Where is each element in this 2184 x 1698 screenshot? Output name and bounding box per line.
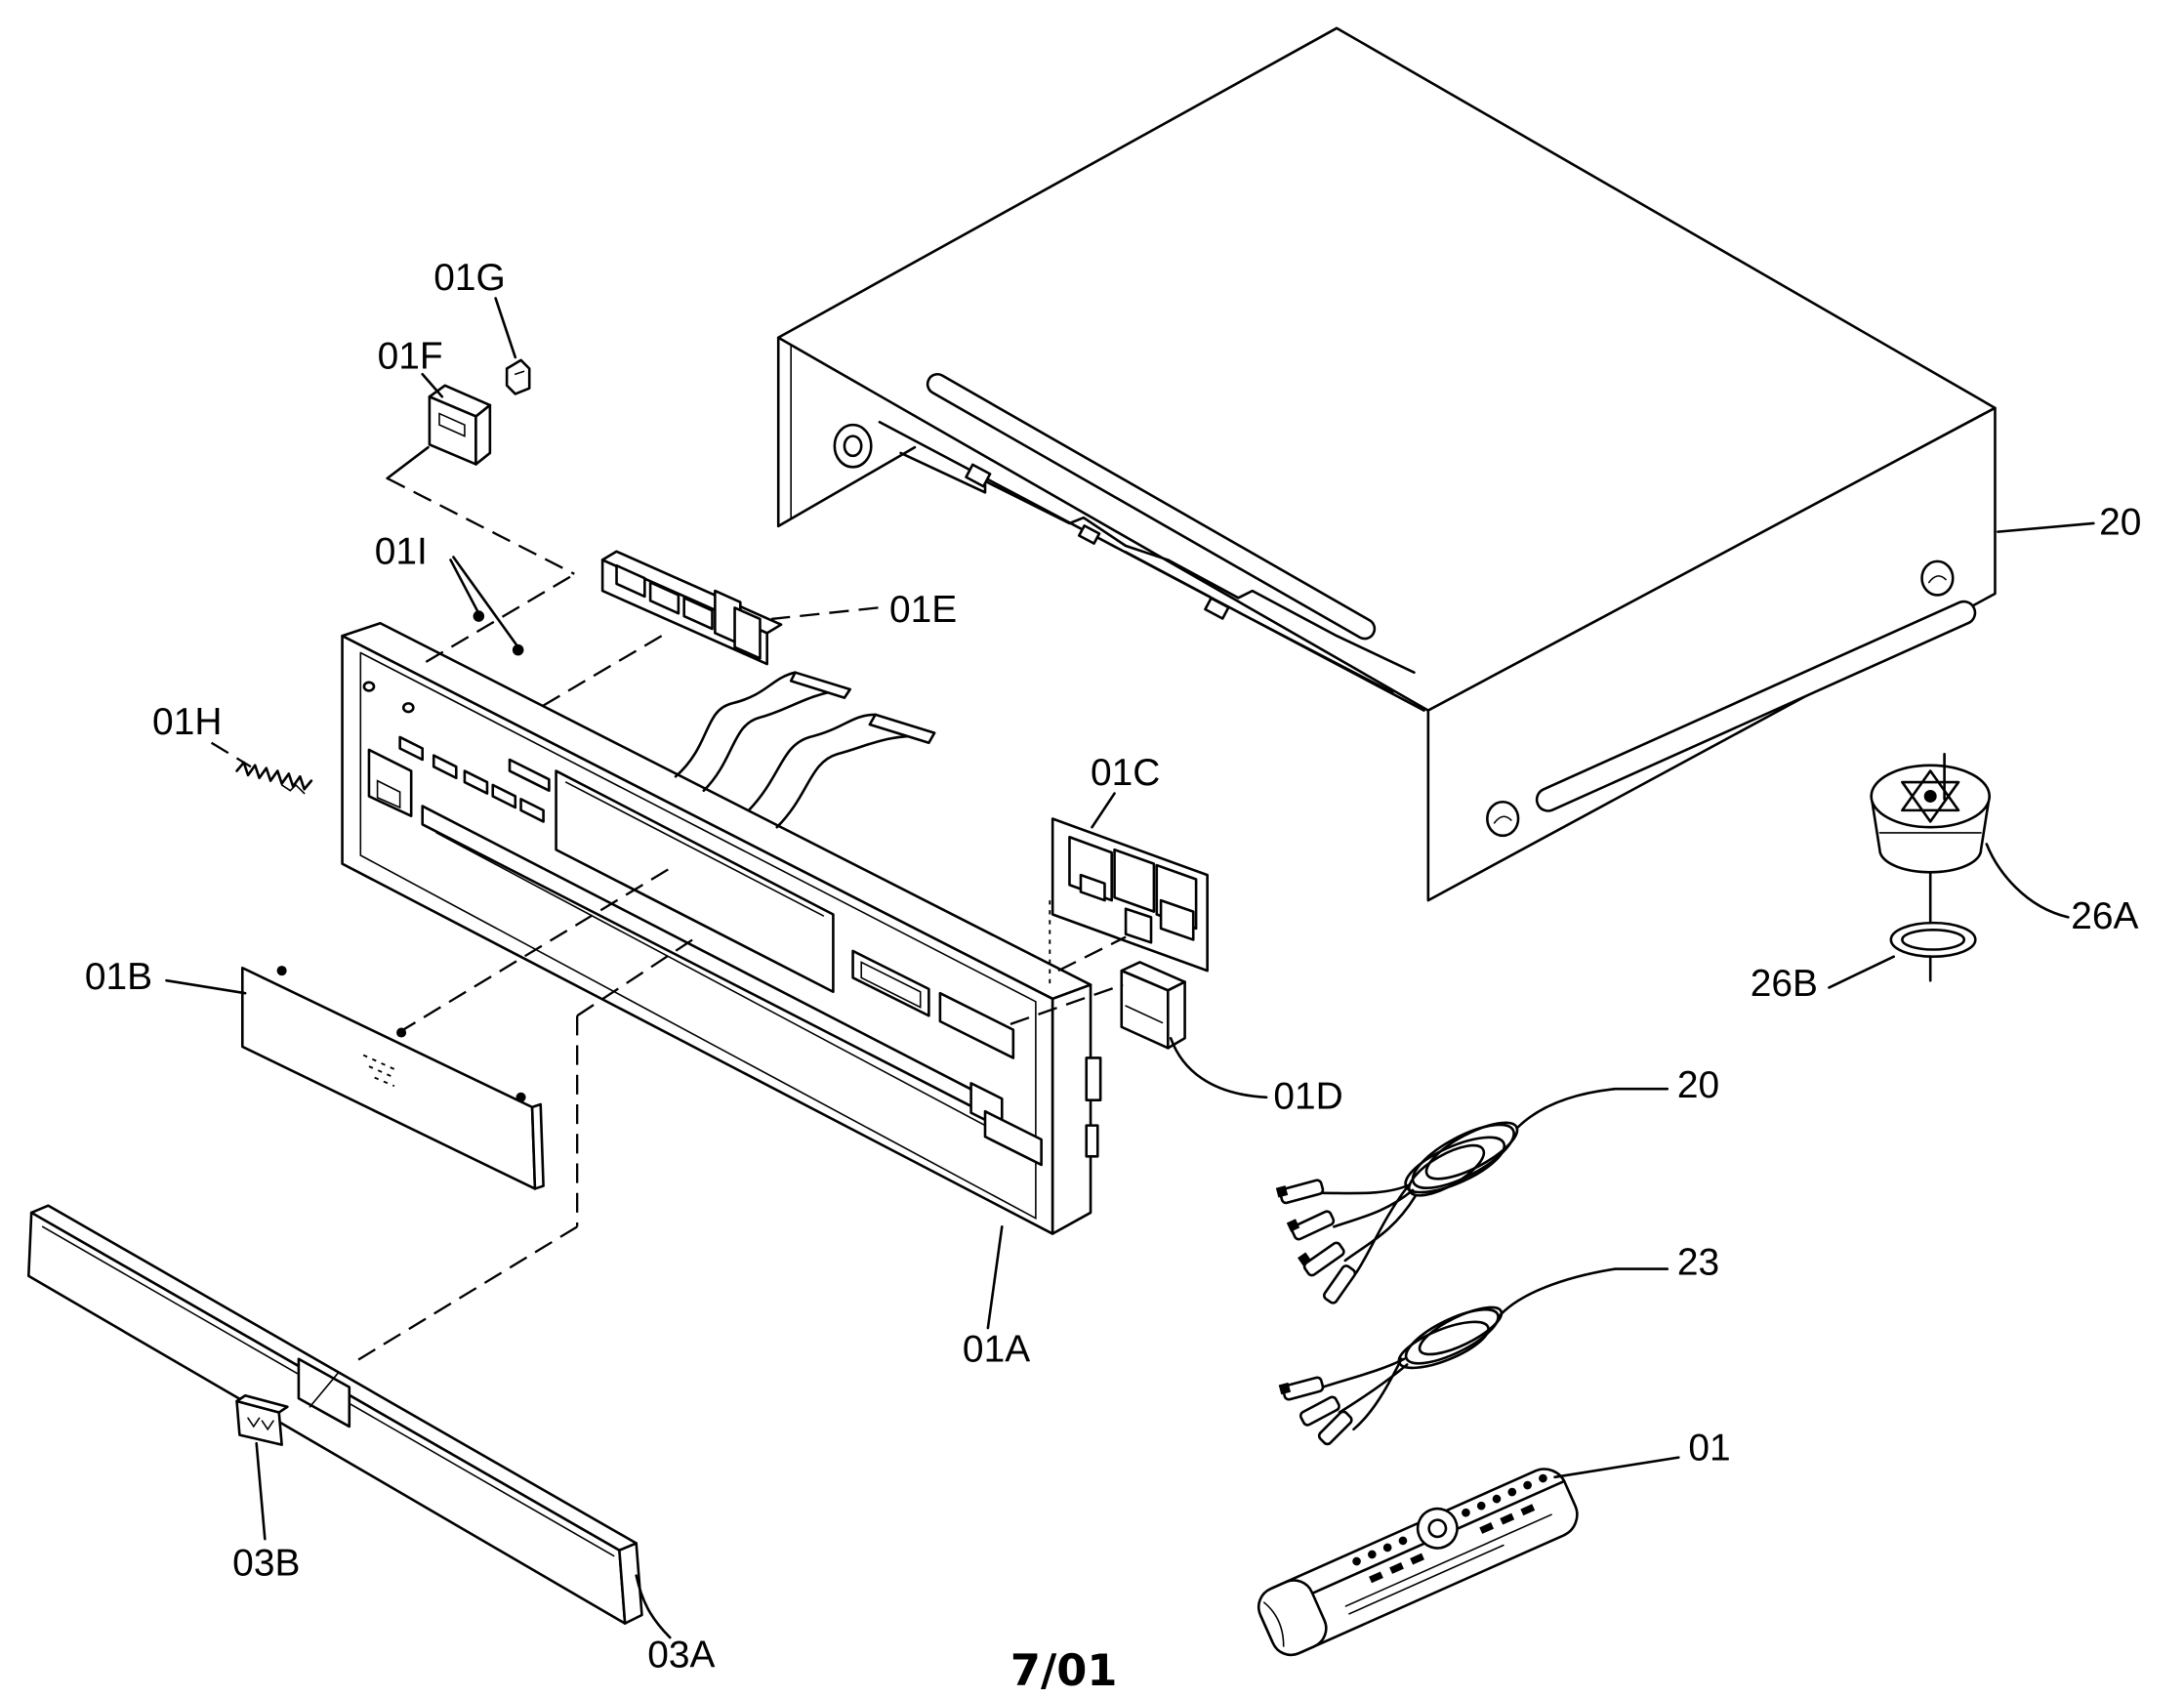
window-piece-03b (235, 1393, 289, 1446)
label-23: 23 (1677, 1241, 1719, 1283)
ring-26b (1889, 921, 1977, 982)
side-vent-slot (1535, 600, 1977, 812)
rear-connectors (878, 420, 1425, 712)
label-01e: 01E (889, 589, 957, 631)
indicator-led (401, 702, 415, 714)
label-01d: 01D (1273, 1075, 1342, 1117)
label-01-remote: 01 (1688, 1428, 1730, 1470)
spring-01h (235, 761, 313, 795)
av-cable-23 (1278, 1305, 1504, 1446)
front-panel-side (1051, 983, 1092, 1235)
label-01h: 01H (152, 701, 222, 743)
remote-buttons (1344, 1473, 1552, 1615)
front-panel-side-tabs (1085, 1056, 1102, 1158)
bar-window (297, 1357, 351, 1429)
label-03a: 03A (647, 1634, 715, 1676)
button-01f (428, 384, 492, 466)
label-01g: 01G (433, 257, 506, 299)
label-01i: 01I (375, 531, 428, 573)
front-bar-03a (26, 1204, 643, 1625)
label-26b: 26B (1751, 963, 1818, 1005)
av-cable-20 (1275, 1121, 1519, 1305)
page-number: 7/01 (1010, 1645, 1118, 1696)
label-26a: 26A (2071, 895, 2138, 937)
assembly-guide-lines (353, 445, 1127, 1363)
label-01f: 01F (378, 335, 443, 377)
display-window (555, 769, 835, 994)
cabinet-cover (776, 26, 1997, 902)
label-20-cable: 20 (1677, 1064, 1719, 1106)
rca-plugs (1278, 1376, 1353, 1446)
clip-01g (505, 358, 531, 395)
top-vent-slot (926, 372, 1377, 641)
panel-buttons-right (851, 949, 1043, 1167)
screw-hole-side-front (1486, 800, 1520, 838)
ribbon-cables (674, 671, 936, 829)
door-panel-01b (240, 966, 545, 1190)
rca-plugs (1275, 1179, 1357, 1305)
label-01b: 01B (85, 956, 152, 998)
leader-lines (165, 297, 2095, 1639)
button-assembly-01c (1051, 817, 1209, 973)
callout-labels: 01G 01F 01I 01E 01H 01C 01B 01D 20 26A 2… (85, 257, 2141, 1696)
label-03b: 03B (232, 1543, 300, 1585)
remote-control (1257, 1468, 1579, 1657)
label-01c: 01C (1091, 752, 1160, 794)
indicator-led (362, 681, 376, 692)
foot-26a (1870, 752, 1992, 874)
screw-hole-left-wall (833, 423, 873, 469)
panel-buttons-left (398, 735, 551, 823)
label-20-cabinet: 20 (2099, 501, 2141, 543)
front-panel (341, 621, 1102, 1235)
cabinet-left-wall (776, 336, 917, 528)
label-01a: 01A (963, 1329, 1030, 1371)
button-assembly-01e (600, 550, 783, 666)
button-01d (1120, 961, 1186, 1050)
screw-hole-side-rear (1920, 559, 1955, 597)
